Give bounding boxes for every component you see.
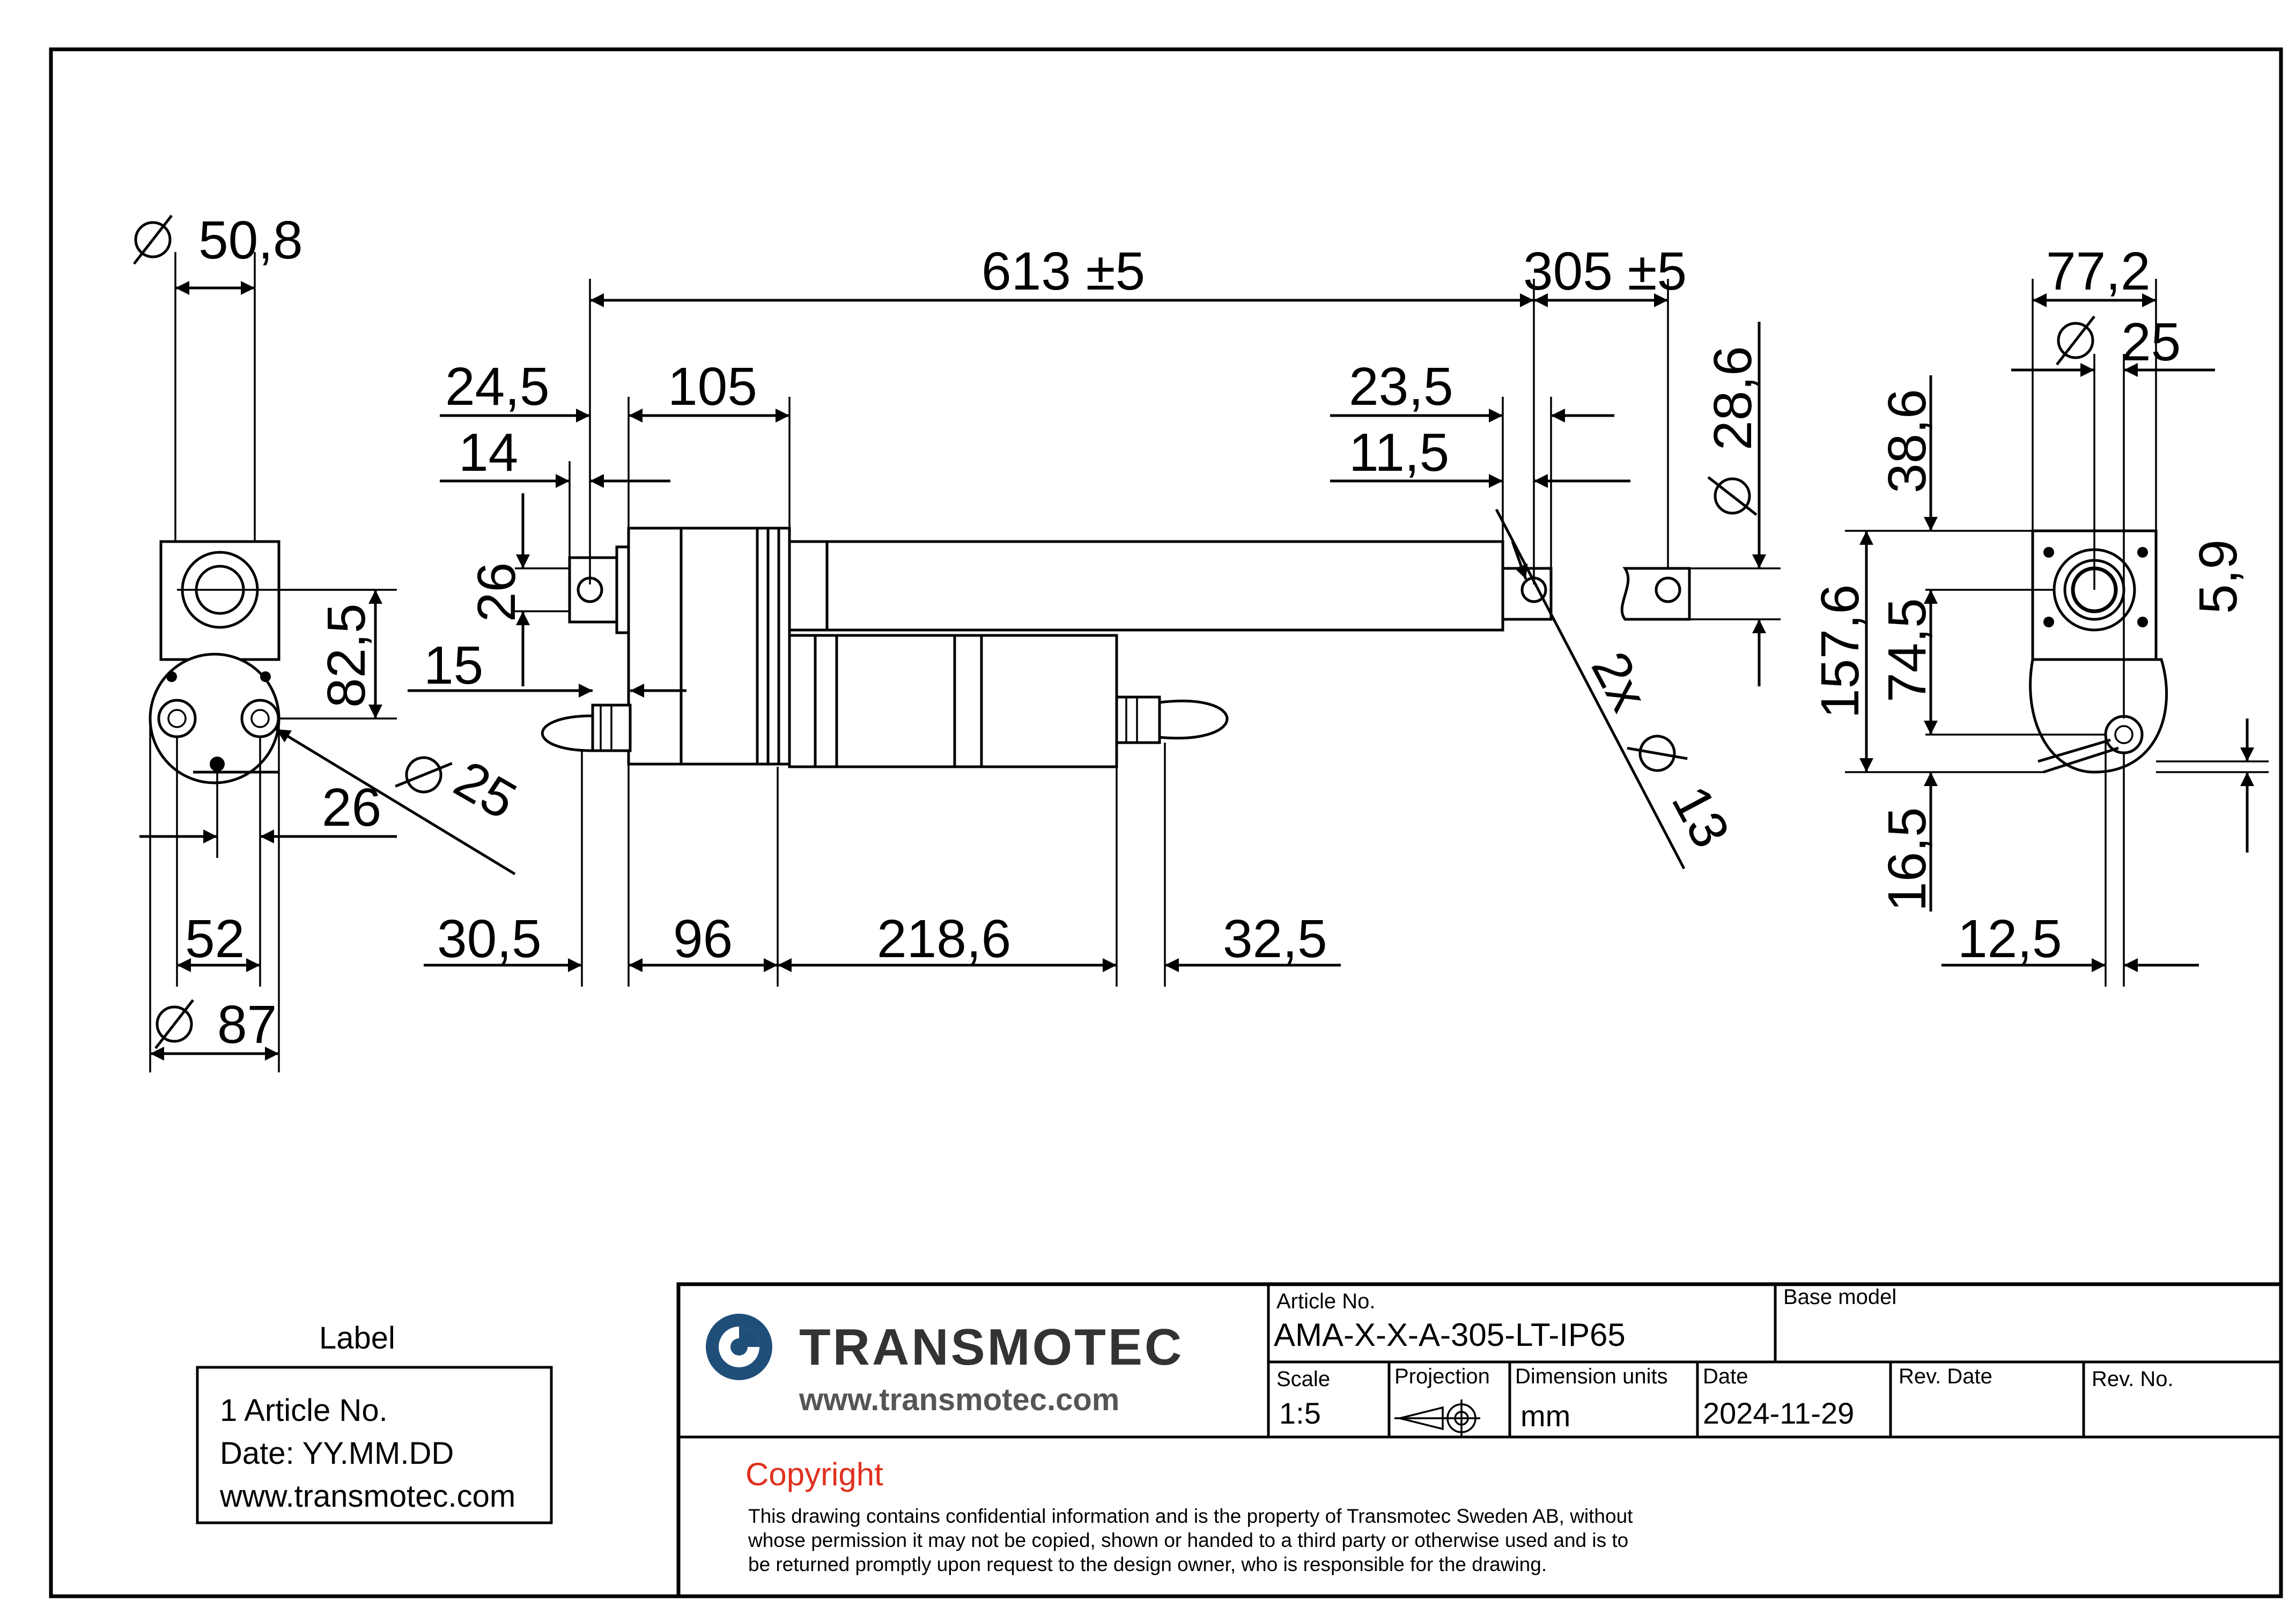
dim-dia-50-8: 50,8 xyxy=(198,210,303,270)
label-line-date: Date: YY.MM.DD xyxy=(220,1436,454,1471)
label-box: Label 1 Article No. Date: YY.MM.DD www.t… xyxy=(196,1321,553,1524)
base-model-label: Base model xyxy=(1783,1285,1896,1309)
dim-105: 105 xyxy=(668,357,757,417)
dim-38-6: 38,6 xyxy=(1877,389,1937,493)
copyright-title: Copyright xyxy=(745,1456,883,1492)
label-box-title: Label xyxy=(319,1321,395,1356)
title-block: TRANSMOTEC www.transmotec.com Article No… xyxy=(676,1282,2283,1598)
diameter-symbol-icon xyxy=(133,214,173,265)
dim-30-5: 30,5 xyxy=(437,909,542,969)
dim-dia-28-6: 28,6 xyxy=(1703,346,1763,450)
dimension-units-value: mm xyxy=(1520,1399,1570,1433)
date-label: Date xyxy=(1703,1365,1748,1388)
right-end-view xyxy=(1845,279,2269,987)
rev-date-label: Rev. Date xyxy=(1899,1365,1992,1388)
dim-82-5: 82,5 xyxy=(316,603,376,708)
side-view xyxy=(408,279,1781,987)
transmotec-logo-icon xyxy=(706,1314,772,1380)
projection-label: Projection xyxy=(1394,1365,1490,1388)
dim-26-horizontal: 26 xyxy=(322,777,381,838)
diameter-symbol-icon xyxy=(154,999,194,1049)
dim-14: 14 xyxy=(459,423,518,483)
dim-52: 52 xyxy=(185,909,245,969)
dim-dia-25-right: 25 xyxy=(2121,312,2181,372)
dim-74-5: 74,5 xyxy=(1877,598,1937,702)
rev-no-label: Rev. No. xyxy=(2092,1367,2174,1391)
brand-name: TRANSMOTEC xyxy=(799,1319,1184,1376)
brand-website: www.transmotec.com xyxy=(799,1382,1119,1417)
dim-dia-25-left: 25 xyxy=(445,749,526,831)
dim-157-6: 157,6 xyxy=(1810,584,1870,719)
article-no-label: Article No. xyxy=(1276,1290,1376,1313)
dim-15: 15 xyxy=(424,635,483,695)
dim-23-5: 23,5 xyxy=(1349,357,1453,417)
dim-5-9: 5,9 xyxy=(2188,539,2248,614)
dim-26-vertical: 26 xyxy=(467,562,527,622)
dim-32-5: 32,5 xyxy=(1223,909,1327,969)
dim-613: 613 ±5 xyxy=(981,241,1145,301)
diameter-symbol-icon xyxy=(2056,315,2095,366)
dimension-labels: 50,8 82,5 26 25 52 87 613 ±5 305 ±5 24,5… xyxy=(133,210,2248,1055)
dim-218-6: 218,6 xyxy=(877,909,1011,969)
dim-11-5: 11,5 xyxy=(1349,423,1449,483)
diameter-symbol-icon xyxy=(1627,735,1688,772)
diameter-symbol-icon xyxy=(395,756,453,794)
hole-count-2x: 2x xyxy=(1580,642,1659,721)
dim-12-5: 12,5 xyxy=(1958,909,2062,969)
dim-dia-87: 87 xyxy=(217,995,277,1055)
dim-96: 96 xyxy=(673,909,733,969)
diameter-symbol-icon xyxy=(1707,476,1758,516)
dimension-units-label: Dimension units xyxy=(1515,1365,1668,1388)
label-line-website: www.transmotec.com xyxy=(219,1479,515,1514)
dim-24-5: 24,5 xyxy=(445,357,550,417)
copyright-line-1: This drawing contains confidential infor… xyxy=(748,1505,1633,1527)
scale-label: Scale xyxy=(1276,1367,1330,1391)
first-angle-projection-icon xyxy=(1394,1399,1480,1437)
dim-305: 305 ±5 xyxy=(1523,241,1687,301)
scale-value: 1:5 xyxy=(1279,1396,1321,1430)
date-value: 2024-11-29 xyxy=(1703,1396,1854,1430)
copyright-line-2: whose permission it may not be copied, s… xyxy=(748,1529,1628,1551)
article-no-value: AMA-X-X-A-305-LT-IP65 xyxy=(1274,1317,1626,1353)
copyright-line-3: be returned promptly upon request to the… xyxy=(748,1553,1547,1575)
label-line-article: 1 Article No. xyxy=(220,1393,388,1428)
dim-77-2: 77,2 xyxy=(2046,241,2151,301)
dim-16-5: 16,5 xyxy=(1877,807,1937,912)
left-end-view xyxy=(139,252,516,1072)
